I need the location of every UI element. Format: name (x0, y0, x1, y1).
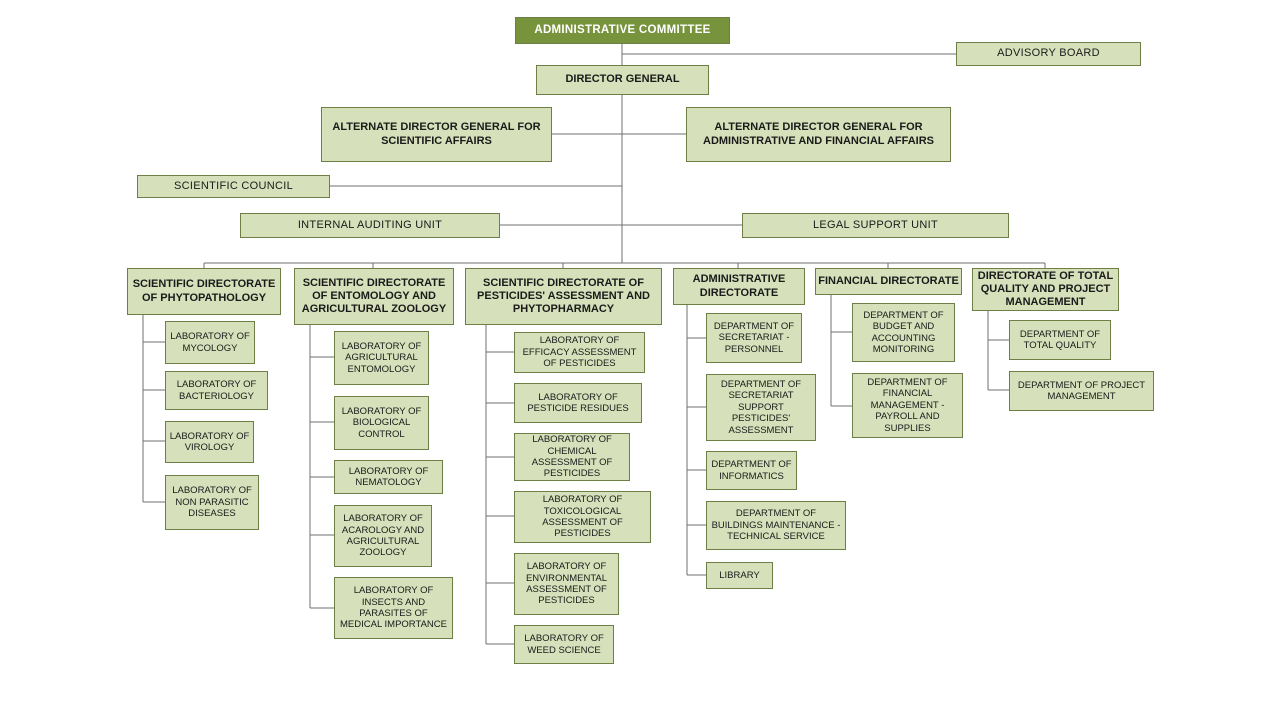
unit-dept-informatics: DEPARTMENT OF INFORMATICS (706, 451, 797, 490)
internal-auditing-unit-box: INTERNAL AUDITING UNIT (240, 213, 500, 238)
directorate-financial: FINANCIAL DIRECTORATE (815, 268, 962, 295)
unit-library: LIBRARY (706, 562, 773, 589)
directorate-entomology: SCIENTIFIC DIRECTORATE OF ENTOMOLOGY AND… (294, 268, 454, 325)
unit-dept-financial-management: DEPARTMENT OF FINANCIAL MANAGEMENT - PAY… (852, 373, 963, 438)
alternate-director-scientific-box: ALTERNATE DIRECTOR GENERAL FOR SCIENTIFI… (321, 107, 552, 162)
unit-dept-secretariat-personnel: DEPARTMENT OF SECRETARIAT - PERSONNEL (706, 313, 802, 363)
unit-dept-budget-accounting: DEPARTMENT OF BUDGET AND ACCOUNTING MONI… (852, 303, 955, 362)
directorate-total-quality: DIRECTORATE OF TOTAL QUALITY AND PROJECT… (972, 268, 1119, 311)
directorate-administrative: ADMINISTRATIVE DIRECTORATE (673, 268, 805, 305)
unit-lab-agricultural-entomology: LABORATORY OF AGRICULTURAL ENTOMOLOGY (334, 331, 429, 385)
directorate-phytopathology: SCIENTIFIC DIRECTORATE OF PHYTOPATHOLOGY (127, 268, 281, 315)
unit-lab-acarology: LABORATORY OF ACAROLOGY AND AGRICULTURAL… (334, 505, 432, 567)
unit-lab-efficacy-assessment: LABORATORY OF EFFICACY ASSESSMENT OF PES… (514, 332, 645, 373)
unit-lab-chemical-assessment: LABORATORY OF CHEMICAL ASSESSMENT OF PES… (514, 433, 630, 481)
unit-lab-mycology: LABORATORY OF MYCOLOGY (165, 321, 255, 364)
scientific-council-box: SCIENTIFIC COUNCIL (137, 175, 330, 198)
unit-lab-non-parasitic-diseases: LABORATORY OF NON PARASITIC DISEASES (165, 475, 259, 530)
directorate-pesticides-assessment: SCIENTIFIC DIRECTORATE OF PESTICIDES' AS… (465, 268, 662, 325)
unit-lab-nematology: LABORATORY OF NEMATOLOGY (334, 460, 443, 494)
unit-lab-insects-parasites: LABORATORY OF INSECTS AND PARASITES OF M… (334, 577, 453, 639)
unit-dept-buildings-maintenance: DEPARTMENT OF BUILDINGS MAINTENANCE - TE… (706, 501, 846, 550)
unit-lab-biological-control: LABORATORY OF BIOLOGICAL CONTROL (334, 396, 429, 450)
administrative-committee-box: ADMINISTRATIVE COMMITTEE (515, 17, 730, 44)
unit-lab-pesticide-residues: LABORATORY OF PESTICIDE RESIDUES (514, 383, 642, 423)
director-general-box: DIRECTOR GENERAL (536, 65, 709, 95)
unit-lab-toxicological-assessment: LABORATORY OF TOXICOLOGICAL ASSESSMENT O… (514, 491, 651, 543)
unit-lab-environmental-assessment: LABORATORY OF ENVIRONMENTAL ASSESSMENT O… (514, 553, 619, 615)
unit-lab-bacteriology: LABORATORY OF BACTERIOLOGY (165, 371, 268, 410)
advisory-board-box: ADVISORY BOARD (956, 42, 1141, 66)
unit-lab-virology: LABORATORY OF VIROLOGY (165, 421, 254, 463)
unit-dept-secretariat-support: DEPARTMENT OF SECRETARIAT SUPPORT PESTIC… (706, 374, 816, 441)
legal-support-unit-box: LEGAL SUPPORT UNIT (742, 213, 1009, 238)
unit-dept-project-management: DEPARTMENT OF PROJECT MANAGEMENT (1009, 371, 1154, 411)
unit-dept-total-quality: DEPARTMENT OF TOTAL QUALITY (1009, 320, 1111, 360)
unit-lab-weed-science: LABORATORY OF WEED SCIENCE (514, 625, 614, 664)
alternate-director-administrative-box: ALTERNATE DIRECTOR GENERAL FOR ADMINISTR… (686, 107, 951, 162)
